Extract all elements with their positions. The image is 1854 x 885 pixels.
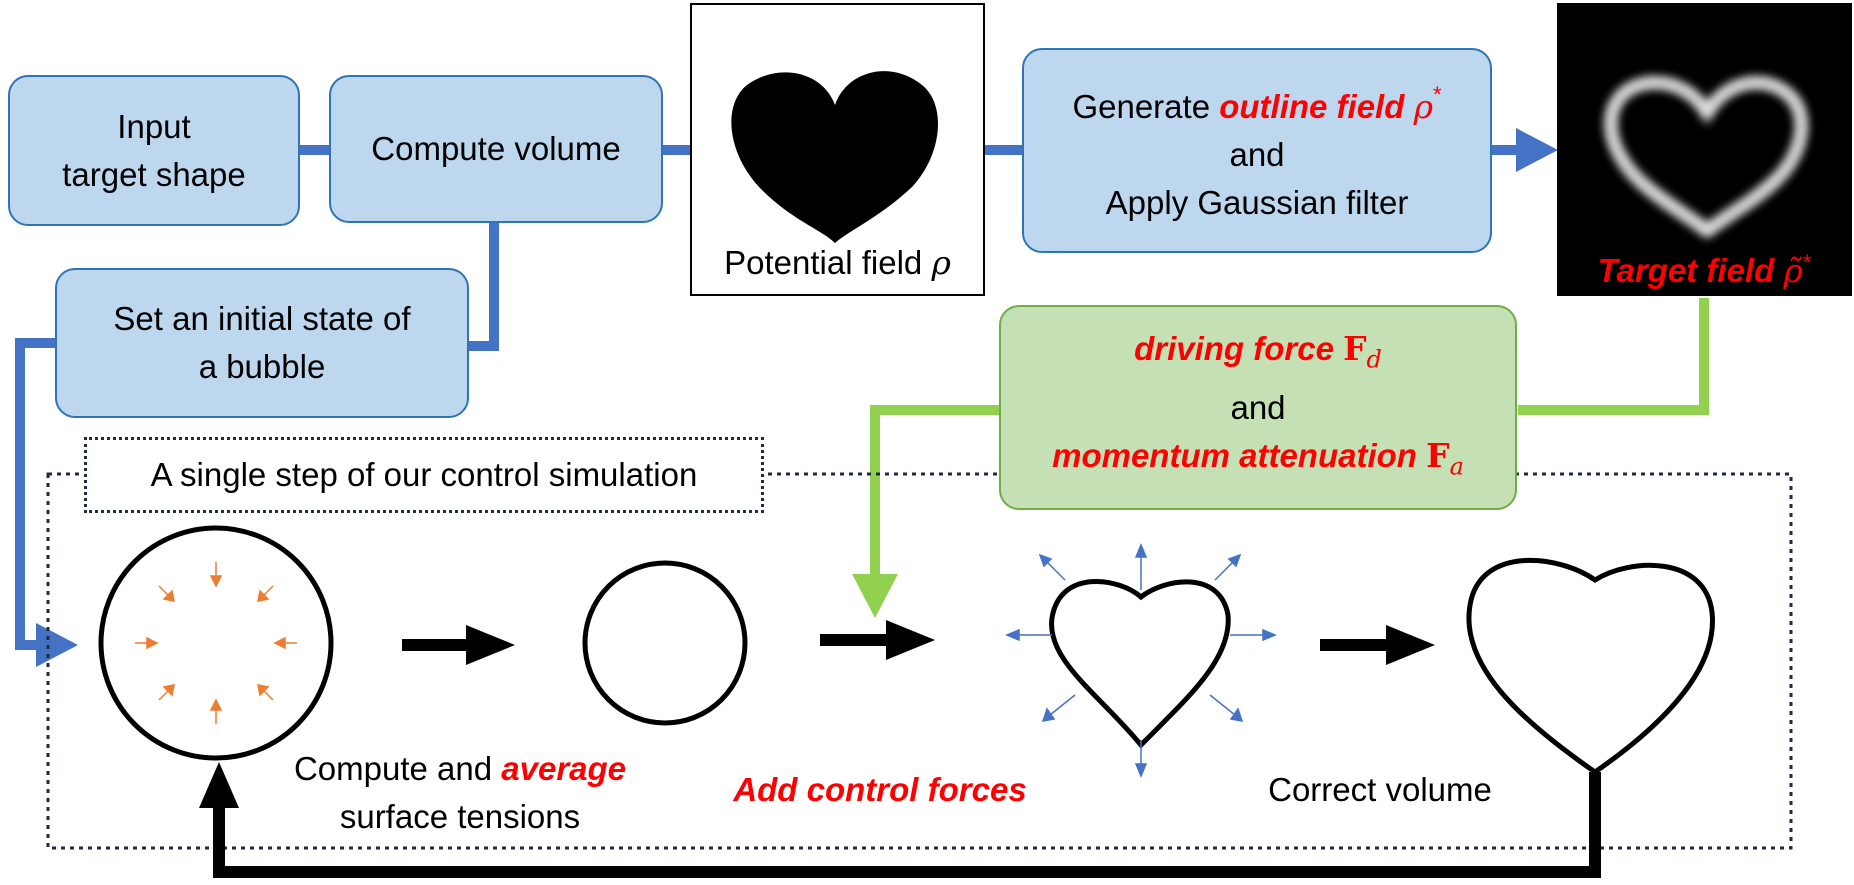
step3-caption: Correct volume — [1268, 771, 1492, 808]
bubble-corrected-heart — [1466, 557, 1715, 776]
generate-prefix: Generate — [1072, 87, 1211, 125]
generate-symbol: ρ — [1413, 86, 1433, 126]
forces-line1: driving force Fd — [1134, 325, 1382, 384]
outline-heart-icon — [1605, 77, 1807, 239]
forces-line3: momentum attenuation Fa — [1052, 432, 1464, 491]
initial-state-line1: Set an initial state of — [113, 300, 411, 337]
loop-back-connector — [213, 772, 1601, 878]
loop-back-arrowhead — [199, 762, 239, 808]
potential-field-label: Potential field — [724, 244, 923, 281]
momentum-attenuation-sub: a — [1449, 452, 1464, 481]
connector-target-forces — [1518, 298, 1709, 415]
step1-caption: Compute and average surface tensions — [230, 745, 690, 841]
potential-field-panel: Potential field ρ — [690, 3, 985, 296]
arrowhead-green-down — [852, 574, 898, 618]
compute-volume-box: Compute volume — [329, 75, 663, 223]
target-field-caption: Target field ρ̃* — [1557, 243, 1852, 291]
step1-prefix: Compute and — [293, 750, 493, 787]
input-line2: target shape — [62, 155, 246, 193]
initial-state-line2: a bubble — [198, 348, 326, 385]
step1-highlight: average — [501, 750, 627, 787]
generate-highlight: outline field — [1219, 87, 1405, 125]
bubble-averaged-circle — [582, 560, 748, 726]
arrowhead-to-target — [1516, 128, 1558, 172]
connector-compute-initial — [468, 223, 499, 351]
momentum-attenuation-symbol: F — [1426, 435, 1450, 475]
target-field-panel: Target field ρ̃* — [1557, 3, 1852, 296]
control-force-arrows — [1005, 543, 1277, 778]
compute-volume-label: Compute volume — [371, 130, 621, 167]
simulation-frame — [46, 472, 1793, 850]
step-arrow-2-head — [886, 620, 935, 660]
step1-line2: surface tensions — [339, 798, 581, 835]
step1-line1: Compute and average — [230, 745, 690, 793]
step-arrow-3-head — [1386, 625, 1435, 665]
simulation-title-box: A single step of our control simulation — [84, 437, 764, 513]
arrowhead-into-simulation — [36, 623, 78, 667]
generate-line3: Apply Gaussian filter — [1105, 183, 1409, 221]
target-field-symbol: ρ̃ — [1783, 251, 1803, 290]
target-field-label: Target field — [1597, 252, 1775, 289]
surface-tension-arrows — [135, 562, 297, 724]
generate-line1: Generate outline field ρ* — [1072, 75, 1441, 131]
initial-state-box: Set an initial state of a bubble — [55, 268, 469, 418]
input-target-shape-box: Input target shape — [8, 75, 300, 226]
forces-line2: and — [1230, 388, 1286, 426]
target-field-sup: * — [1802, 250, 1812, 275]
simulation-title: A single step of our control simulation — [150, 456, 698, 493]
connector-initial-simulation — [15, 338, 55, 650]
generate-outline-box: Generate outline field ρ* and Apply Gaus… — [1022, 48, 1492, 253]
generate-sup: * — [1432, 81, 1442, 107]
connector-forces-step — [870, 405, 999, 580]
driving-force-symbol: F — [1343, 328, 1367, 368]
potential-field-symbol: ρ — [931, 243, 951, 282]
step-arrow-1-head — [466, 625, 515, 665]
momentum-attenuation-label: momentum attenuation — [1052, 436, 1417, 474]
driving-force-sub: d — [1366, 345, 1382, 374]
bubble-initial-circle — [98, 525, 334, 761]
control-forces-box: driving force Fd and momentum attenuatio… — [999, 305, 1517, 510]
step2-caption: Add control forces — [733, 771, 1027, 808]
generate-line2: and — [1229, 135, 1285, 173]
bubble-deformed-heart — [1049, 579, 1231, 749]
input-line1: Input — [117, 107, 191, 145]
potential-field-caption: Potential field ρ — [692, 243, 983, 283]
driving-force-label: driving force — [1134, 329, 1334, 367]
heart-shape-icon — [731, 71, 939, 243]
